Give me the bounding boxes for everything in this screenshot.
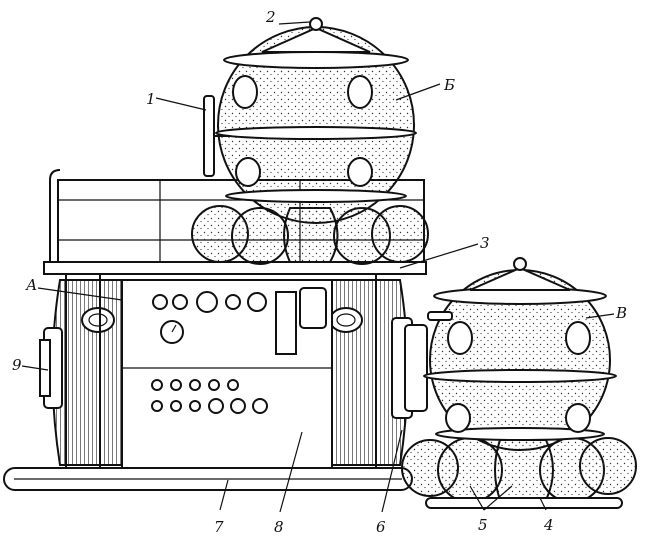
upper-lid — [261, 26, 371, 53]
lower-base — [425, 497, 623, 509]
porthole — [329, 307, 363, 333]
lower-lifting-eye — [513, 257, 527, 271]
lower-chamber-supports — [401, 437, 637, 509]
upper-chamber — [203, 17, 417, 224]
lower-hatch-handle — [427, 311, 453, 321]
label-3: 3 — [480, 234, 490, 252]
porthole — [232, 75, 258, 109]
control-panel — [121, 279, 333, 469]
label-4: 4 — [543, 516, 554, 534]
porthole — [565, 403, 591, 433]
lower-chamber — [423, 257, 617, 451]
label-V: В — [615, 304, 627, 322]
porthole — [235, 157, 261, 187]
label-5: 5 — [478, 516, 488, 534]
label-1: 1 — [146, 90, 156, 108]
porthole — [445, 403, 471, 433]
label-8: 8 — [274, 518, 284, 536]
label-9: 9 — [12, 356, 22, 374]
label-A: А — [25, 276, 37, 294]
gauge — [247, 292, 267, 312]
side-hatch — [203, 95, 215, 177]
lower-lid — [469, 266, 571, 291]
indicator-lamps — [151, 379, 268, 414]
porthole — [565, 321, 591, 355]
gauge — [152, 294, 168, 310]
label-B: Б — [443, 76, 455, 94]
instrument-column — [275, 291, 297, 355]
upper-lifting-eye — [309, 17, 323, 31]
gauge — [172, 294, 188, 310]
base-frame — [3, 467, 413, 491]
gauge — [196, 291, 218, 313]
callout-labels: 1 2 3 4 5 6 7 8 9 А Б В — [12, 8, 627, 536]
porthole — [347, 157, 373, 187]
label-7: 7 — [214, 518, 224, 536]
leader-lines — [21, 21, 615, 513]
label-2: 2 — [265, 8, 276, 26]
instrument-box — [299, 287, 327, 329]
label-6: 6 — [376, 518, 386, 536]
porthole — [447, 321, 473, 355]
gauge — [225, 294, 241, 310]
porthole — [81, 307, 115, 333]
porthole — [347, 75, 373, 109]
